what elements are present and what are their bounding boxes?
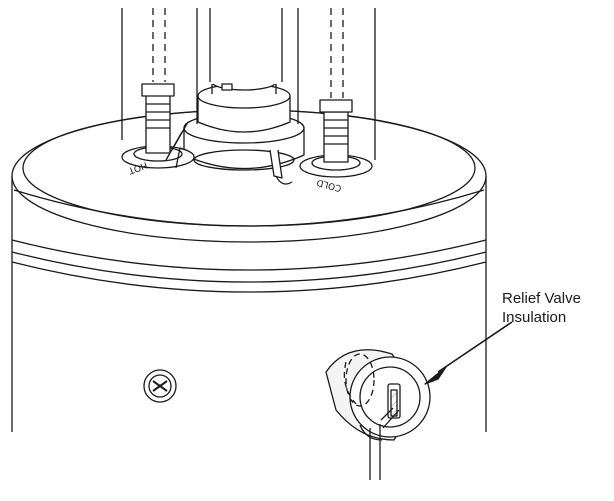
callout-line-1: Relief Valve — [502, 290, 581, 307]
hex-screw-icon — [143, 369, 177, 403]
cold-water-pipe — [299, 8, 373, 178]
flue-collar — [183, 8, 305, 171]
tank-body — [11, 176, 487, 432]
callout-arrow — [424, 321, 513, 385]
callout-line-2: Insulation — [502, 309, 567, 326]
anode-bracket — [269, 149, 293, 185]
frame-lines — [121, 8, 376, 160]
hot-water-pipe — [121, 8, 195, 169]
relief-valve-insulation — [325, 349, 431, 441]
callout-label: Relief Valve Insulation — [502, 289, 581, 327]
relief-valve — [359, 383, 401, 480]
